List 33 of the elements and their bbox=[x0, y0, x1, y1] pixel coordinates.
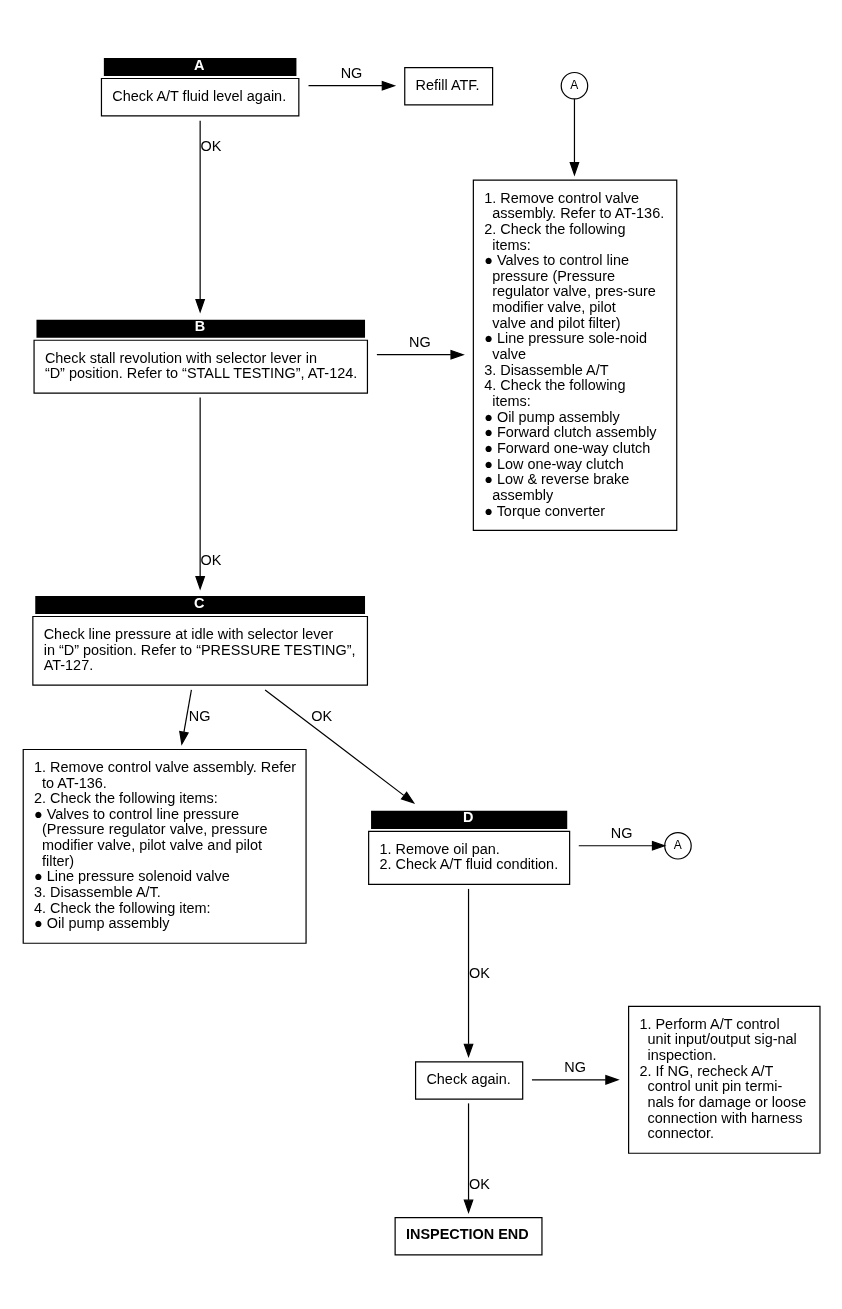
node-circle: A bbox=[560, 71, 589, 100]
arrow bbox=[179, 688, 192, 746]
arrow bbox=[531, 1074, 620, 1085]
edge-label: OK bbox=[200, 137, 222, 154]
edge-label: OK bbox=[200, 551, 222, 568]
node-label: D bbox=[463, 808, 474, 825]
node-box: Refill ATF. bbox=[404, 66, 494, 106]
edge-label: OK bbox=[311, 707, 333, 724]
edge-label: NG bbox=[188, 707, 211, 724]
arrow bbox=[569, 97, 580, 176]
edge-label: NG bbox=[340, 64, 363, 81]
node-box: Check again. bbox=[414, 1060, 524, 1100]
node-label: C bbox=[194, 594, 205, 611]
arrow bbox=[578, 840, 667, 851]
arrow bbox=[195, 396, 206, 591]
arrow bbox=[264, 688, 416, 804]
arrow bbox=[307, 80, 397, 91]
node-label: A bbox=[194, 56, 205, 73]
node-label: B bbox=[194, 317, 206, 334]
node-box: 1. Remove control valve assembly. Refer to AT-136. 2. Check the following items: ● Valves to control line pressure (Pressure regulator valve, pres-sure modifier valve, pilot valve and pilot filter) ● Line pressure sole-noid valve 3. Disassemble A/T 4. Check the following items: ● Oil pump assembly ● Forward clutch assembly ● Forward one-way clutch ● Low one-way clutch ● Low & reverse brake assembly ● Torque converter bbox=[472, 179, 678, 531]
edge-label: NG bbox=[408, 333, 431, 350]
arrow bbox=[195, 119, 206, 313]
edge-label: NG bbox=[610, 824, 633, 841]
node-circle: A bbox=[664, 831, 692, 860]
edge-label: OK bbox=[468, 1175, 490, 1192]
arrow bbox=[463, 1102, 474, 1214]
node-box: 1. Remove control valve assembly. Refer to AT-136. 2. Check the following items: ● Valves to control line pressure (Pressure regulator valve, pressure modifier valve, pilot valve and pilot filter) ● Line pressure solenoid valve 3. Disassemble A/T. 4. Check the following item: ● Oil pump assembly bbox=[22, 748, 307, 944]
node-box: 1. Perform A/T control unit input/output sig-nal inspection. 2. If NG, recheck A/T control unit pin termi-nals for damage or loose connection with harness connector. bbox=[628, 1005, 821, 1154]
edge-label: NG bbox=[564, 1058, 586, 1075]
arrow bbox=[463, 887, 474, 1058]
node-box: INSPECTION END bbox=[394, 1216, 543, 1256]
arrow bbox=[376, 349, 465, 360]
edge-label: OK bbox=[468, 964, 490, 981]
